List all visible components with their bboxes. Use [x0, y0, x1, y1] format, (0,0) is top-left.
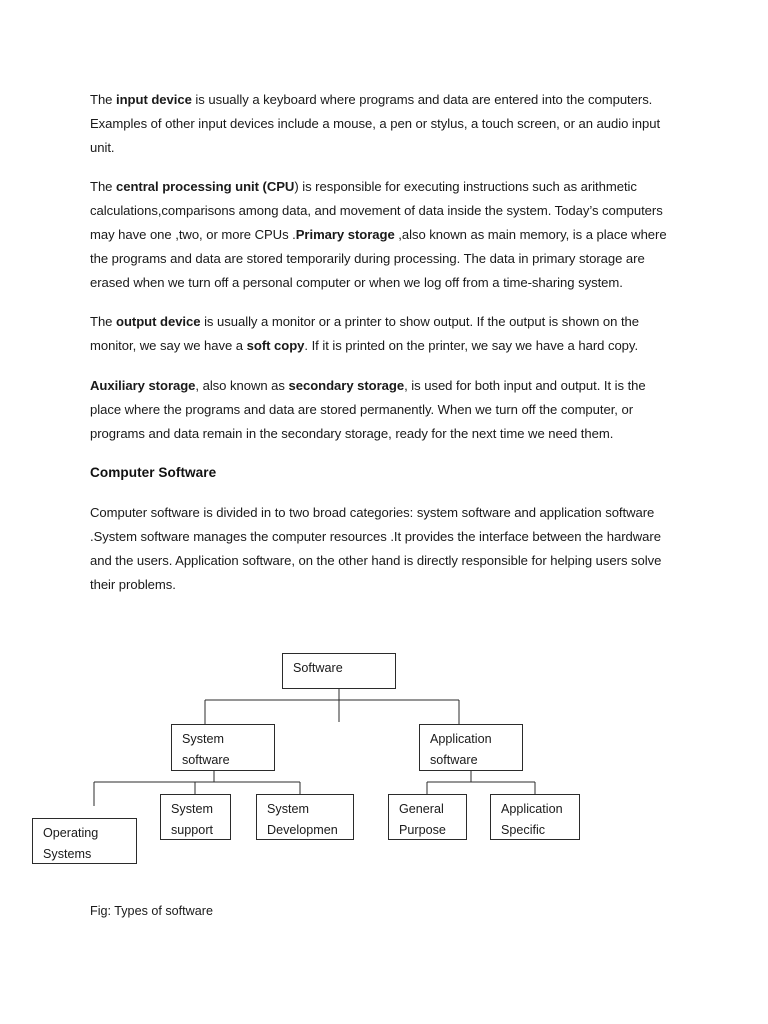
- node-label-line-0: System: [182, 732, 224, 746]
- node-label-line-0: Operating: [43, 826, 99, 840]
- node-label-line-0: System: [171, 802, 213, 816]
- node-label-line-1: Developmen: [267, 823, 338, 837]
- node-application-software: Application software: [419, 724, 523, 771]
- paragraph-auxiliary-storage: Auxiliary storage, also known as seconda…: [90, 377, 646, 441]
- paragraph-output-device: The output device is usually a monitor o…: [90, 314, 640, 354]
- node-label-line-1: software: [182, 753, 230, 767]
- node-label-line-1: software: [430, 753, 478, 767]
- node-label-line-0: General: [399, 802, 444, 816]
- node-label-line-1: Systems: [43, 847, 92, 861]
- node-system-support: System support: [160, 794, 231, 840]
- node-label-line-0: Software: [293, 661, 343, 675]
- document-body: The input device is usually a keyboard w…: [90, 88, 676, 612]
- node-label-line-0: System: [267, 802, 309, 816]
- node-label-line-0: Application: [501, 802, 563, 816]
- node-software: Software: [282, 653, 396, 689]
- node-label-line-0: Application: [430, 732, 492, 746]
- node-label-line-1: support: [171, 823, 214, 837]
- paragraph-computer-software: Computer software is divided in to two b…: [90, 505, 662, 592]
- node-label-line-1: Specific: [501, 823, 546, 837]
- paragraph-cpu: The central processing unit (CPU) is res…: [90, 179, 667, 290]
- node-system-software: System software: [171, 724, 275, 771]
- figure-caption: Fig: Types of software: [90, 904, 213, 918]
- paragraph-input-device: The input device is usually a keyboard w…: [90, 92, 661, 155]
- page-title: Computer Software: [90, 465, 217, 481]
- node-label-line-1: Purpose: [399, 823, 446, 837]
